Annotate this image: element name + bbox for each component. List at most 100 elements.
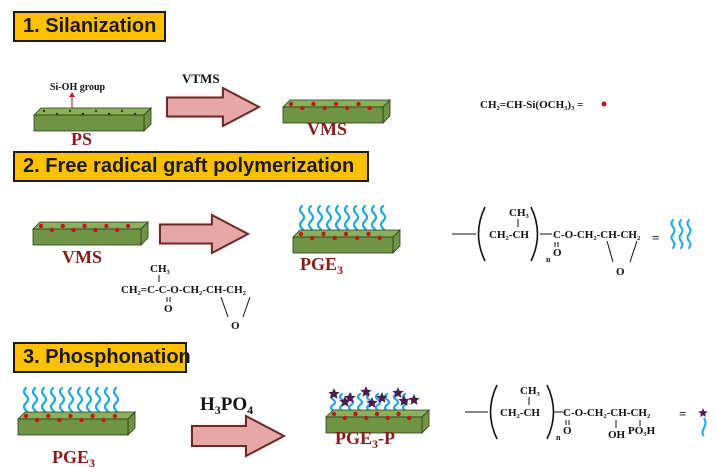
vms-substrate	[282, 99, 391, 124]
reaction-arrow	[166, 86, 262, 128]
poly-n: n	[546, 255, 551, 264]
gma-carbonyl-o: O	[164, 303, 173, 315]
arrow-body	[191, 414, 287, 458]
vinyl-site-dot	[353, 411, 358, 417]
vms-label-2: VMS	[62, 247, 102, 267]
vinyl-site-dot	[298, 231, 304, 237]
poly-ester: C-O-CH₂-CH-CH₂	[553, 229, 641, 241]
silanol-site-dot	[107, 112, 111, 116]
slab-front-face	[292, 236, 394, 254]
slab-top-face	[33, 107, 152, 116]
slab-front-face	[17, 418, 129, 436]
silanol-site-dot	[68, 109, 72, 113]
vinyl-site-dot	[332, 235, 337, 241]
phos-po3h: PO₃H	[628, 425, 656, 437]
slab-front-face	[282, 106, 384, 124]
phosphonate-star	[360, 386, 372, 397]
phosphonated-repeat-unit: CH₃ CH₂-CH n C-O-CH₂-CH-CH₂ O OH PO₃H =	[465, 384, 686, 442]
vinyl-site-dot	[34, 417, 40, 423]
poly-backbone: CH₂-CH	[489, 229, 529, 241]
phos-carbonyl-o: O	[563, 425, 572, 437]
vtms-dot-legend	[601, 101, 607, 107]
vinyl-site-dot	[46, 413, 51, 419]
vtms-formula: CH₂=CH-Si(OCH₃)₃ =	[480, 99, 583, 111]
vinyl-site-dot	[125, 223, 131, 229]
vinyl-site-dot	[355, 235, 360, 241]
legend-chain	[678, 219, 684, 249]
vinyl-site-dot	[49, 227, 55, 233]
vinyl-site-dot	[23, 413, 29, 419]
vms-substrate-2	[32, 221, 149, 246]
phos-backbone: CH₂-CH	[500, 407, 540, 419]
phosphonate-star	[398, 395, 410, 406]
section-header-silanization: 1. Silanization	[13, 11, 166, 42]
legend-chain	[670, 219, 676, 249]
vinyl-site-dot	[377, 235, 382, 241]
vinyl-site-dot	[79, 417, 84, 423]
vinyl-site-dot	[104, 223, 109, 229]
gma-monomer-formula: CH₃ CH₂=C-C-O-CH₂-CH-CH₂ O O	[121, 263, 251, 332]
pge3-p-label: PGE3-P	[335, 428, 395, 451]
vinyl-site-dot	[331, 411, 337, 417]
slab-front-face	[325, 416, 423, 434]
reaction-arrow-2	[159, 213, 251, 255]
vinyl-site-dot	[71, 227, 76, 233]
legend-chain	[686, 219, 692, 249]
vinyl-site-dot	[115, 227, 120, 233]
vinyl-site-dot	[82, 223, 87, 229]
vinyl-site-dot	[385, 415, 390, 421]
phosphonate-star	[328, 388, 340, 399]
gma-epoxide-o: O	[231, 320, 240, 332]
slab-front-face	[33, 114, 145, 132]
vinyl-site-dot	[364, 415, 369, 421]
silanol-site-dot	[55, 112, 59, 116]
section-header-phosphonation: 3. Phosphonation	[13, 342, 191, 373]
vinyl-site-dot	[345, 105, 350, 111]
silanol-site-dot	[81, 112, 85, 116]
phos-ester: C-O-CH₂-CH-CH₂	[563, 407, 651, 419]
legend-chain	[701, 417, 707, 437]
phosphonate-star	[366, 397, 378, 408]
vinyl-site-dot	[374, 411, 380, 417]
pge3-label-2: PGE3	[52, 447, 95, 470]
si-oh-pointer-arrow	[69, 92, 75, 108]
pge3-substrate-2	[17, 411, 136, 436]
vinyl-site-dot	[300, 105, 305, 111]
arrow-body	[166, 86, 262, 128]
vinyl-site-dot	[366, 231, 371, 237]
vinyl-site-dot	[311, 101, 316, 107]
poly-carbonyl-o: O	[553, 247, 562, 259]
si-oh-group-label: Si-OH group	[50, 82, 106, 93]
phosphonate-star	[408, 394, 420, 405]
phosphonate-star	[698, 408, 708, 417]
poly-epoxide-o: O	[616, 266, 625, 278]
vinyl-site-dot	[321, 231, 326, 237]
slab-top-face	[17, 411, 136, 420]
phos-n: n	[556, 433, 561, 442]
phos-oh: OH	[608, 429, 626, 441]
vinyl-site-dot	[333, 101, 339, 107]
vinyl-site-dot	[90, 413, 95, 419]
vinyl-site-dot	[407, 415, 412, 421]
vinyl-site-dot	[342, 415, 347, 421]
vinyl-site-dot	[367, 105, 372, 111]
vinyl-site-dot	[396, 411, 401, 417]
vms-label: VMS	[307, 119, 347, 139]
phosphonate-star	[339, 396, 351, 407]
phosphonate-groups	[328, 386, 420, 408]
vinyl-site-dot	[112, 413, 118, 419]
vinyl-site-dot	[57, 417, 62, 423]
vinyl-site-dot	[310, 235, 315, 241]
silanol-site-dot	[120, 109, 124, 113]
vinyl-site-dot	[68, 413, 73, 419]
vinyl-site-dot	[288, 101, 294, 107]
arrow-body	[159, 213, 251, 255]
section-header-graft-polymerization: 2. Free radical graft polymerization	[13, 151, 369, 182]
vinyl-site-dot	[60, 223, 65, 229]
vtms-label: VTMS	[182, 71, 220, 86]
slab-top-face	[32, 221, 149, 230]
pge3-p-substrate	[325, 409, 430, 434]
pge3-substrate	[292, 229, 401, 254]
phosphonate-legend-icon	[698, 408, 708, 437]
